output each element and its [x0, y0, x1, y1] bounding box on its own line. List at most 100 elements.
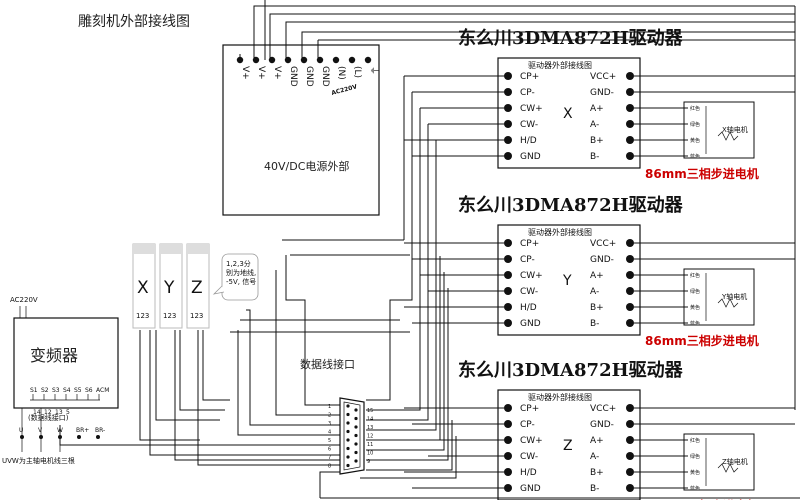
power-terminal: [348, 56, 356, 64]
driver-right-terminal-label: A-: [590, 120, 599, 130]
driver-left-terminal-label: H/D: [520, 136, 537, 146]
vfd-terminal-label: S5: [74, 387, 82, 394]
driver-right-terminal-label: A+: [590, 271, 604, 281]
driver-right-terminal-label: B-: [590, 152, 599, 162]
driver-right-terminal: [626, 452, 634, 460]
vfd-output-label: U: [19, 427, 23, 434]
limit-pins: 123: [163, 312, 176, 320]
driver-left-terminal-label: GND: [520, 319, 541, 329]
driver-title: 东么川3DMA872H驱动器: [458, 194, 684, 216]
diagram-title: 雕刻机外部接线图: [78, 13, 190, 30]
power-terminal-label: V+: [272, 66, 282, 80]
vfd-number: 13: [55, 409, 63, 416]
driver-right-terminal-label: VCC+: [590, 72, 616, 82]
driver-z: 东么川3DMA872H驱动器驱动器外部接线图ZCP+CP-CW+CW-H/DGN…: [404, 359, 795, 500]
motor-wire-color: 黄色: [690, 469, 700, 476]
driver-left-terminal: [504, 72, 512, 80]
power-terminal-label: GND: [320, 66, 330, 87]
driver-left-terminal: [504, 239, 512, 247]
driver-right-terminal: [626, 404, 634, 412]
vfd-label: 变频器: [30, 346, 78, 365]
driver-right-terminal: [626, 303, 634, 311]
connector-pin-label: 5: [328, 438, 331, 444]
power-terminal-label: ⏚: [368, 66, 379, 75]
motor-label: 86mm三相步进电机: [645, 498, 759, 500]
driver-left-terminal: [504, 404, 512, 412]
driver-right-terminal: [626, 271, 634, 279]
driver-right-terminal-label: B-: [590, 484, 599, 494]
power-terminal: [364, 56, 372, 64]
wires: [59, 0, 800, 499]
driver-left-terminal-label: H/D: [520, 303, 537, 313]
driver-right-terminal-label: VCC+: [590, 404, 616, 414]
driver-left-terminal: [504, 136, 512, 144]
driver-right-terminal-label: VCC+: [590, 239, 616, 249]
driver-y: 东么川3DMA872H驱动器驱动器外部接线图YCP+CP-CW+CW-H/DGN…: [404, 194, 795, 348]
driver-left-terminal-label: CW-: [520, 452, 538, 462]
motor-wire-color: 红色: [690, 272, 700, 279]
driver-left-terminal-label: CP+: [520, 239, 539, 249]
driver-left-terminal-label: CP-: [520, 255, 535, 265]
vfd-ac-label: AC220V: [10, 296, 38, 304]
driver-right-terminal: [626, 287, 634, 295]
driver-right-terminal: [626, 120, 634, 128]
vfd-output-terminal: [96, 435, 100, 439]
driver-axis-label: X: [563, 106, 573, 122]
driver-right-terminal: [626, 484, 634, 492]
driver-right-terminal-label: A-: [590, 287, 599, 297]
vfd-output-terminal: [77, 435, 81, 439]
connector-pin-label: 10: [367, 451, 373, 457]
motor-wire-color: 绿色: [690, 121, 700, 128]
motor-wire-color: 黄色: [690, 304, 700, 311]
driver-right-terminal-label: A+: [590, 436, 604, 446]
drivers: 东么川3DMA872H驱动器驱动器外部接线图XCP+CP-CW+CW-H/DGN…: [404, 27, 795, 500]
driver-title: 东么川3DMA872H驱动器: [458, 27, 684, 49]
driver-left-terminal: [504, 303, 512, 311]
limit-callout: 1,2,3分别为地线,-5V, 信号: [212, 253, 259, 301]
driver-left-terminal: [504, 255, 512, 263]
driver-left-terminal-label: CW+: [520, 436, 543, 446]
driver-left-terminal: [504, 468, 512, 476]
driver-left-terminal-label: GND: [520, 152, 541, 162]
driver-right-terminal: [626, 136, 634, 144]
driver-subtitle: 驱动器外部接线图: [528, 227, 592, 237]
motor-wire-color: 蓝色: [690, 153, 700, 160]
vfd-number: 14: [33, 409, 41, 416]
driver-left-terminal-label: CW-: [520, 120, 538, 130]
driver-right-terminal: [626, 104, 634, 112]
motor-wire-color: 红色: [690, 105, 700, 112]
driver-left-terminal: [504, 436, 512, 444]
driver-left-terminal: [504, 484, 512, 492]
driver-left-terminal-label: CP+: [520, 404, 539, 414]
connector-pin-label: 6: [328, 447, 331, 453]
driver-subtitle: 驱动器外部接线图: [528, 60, 592, 70]
power-terminal: [332, 56, 340, 64]
vfd-terminal-label: S4: [63, 387, 71, 394]
driver-right-terminal-label: GND-: [590, 420, 614, 430]
power-supply-label: 40V/DC电源外部: [264, 159, 349, 173]
connector-pin-label: 9: [367, 459, 370, 465]
driver-left-terminal: [504, 104, 512, 112]
connector-pin-label: 7: [328, 455, 331, 461]
driver-right-terminal: [626, 420, 634, 428]
vfd-output-label: BR-: [95, 427, 105, 434]
motor-name: X轴电机: [722, 125, 748, 134]
power-terminal-label: GND: [304, 66, 314, 87]
driver-right-terminal-label: A+: [590, 104, 604, 114]
motor-wire-color: 蓝色: [690, 485, 700, 492]
driver-right-terminal-label: B+: [590, 136, 604, 146]
driver-left-terminal-label: CP+: [520, 72, 539, 82]
driver-right-terminal-label: GND-: [590, 255, 614, 265]
driver-axis-label: Z: [563, 438, 573, 454]
driver-right-terminal: [626, 152, 634, 160]
motor-wire-color: 红色: [690, 437, 700, 444]
motor-label: 86mm三相步进电机: [645, 333, 759, 348]
driver-left-terminal: [504, 152, 512, 160]
driver-title: 东么川3DMA872H驱动器: [458, 359, 684, 381]
motor-wire-color: 绿色: [690, 453, 700, 460]
